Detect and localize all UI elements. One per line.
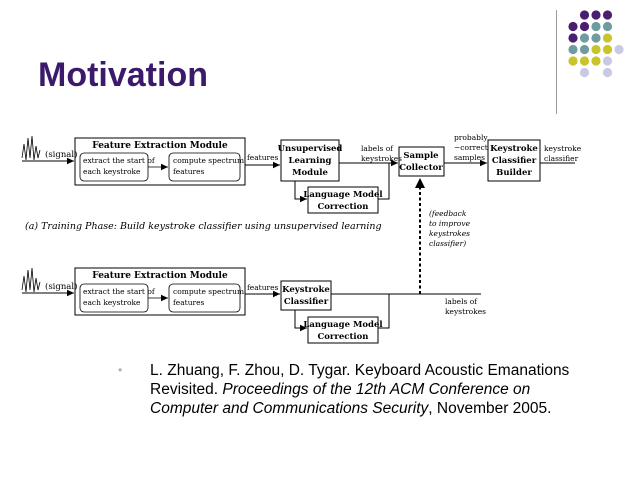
keystroke-recognition-diagram: (signal) Feature Extraction Module extra… <box>21 133 582 344</box>
svg-text:to improve: to improve <box>429 219 471 228</box>
bullet-icon: • <box>118 363 123 377</box>
decorative-dot <box>602 10 613 20</box>
svg-text:each keystroke: each keystroke <box>83 298 141 307</box>
signal-waveform-icon <box>21 267 41 293</box>
svg-text:features: features <box>247 153 279 162</box>
signal-waveform-icon <box>21 135 41 161</box>
svg-text:Sample: Sample <box>403 151 439 161</box>
svg-text:Feature Extraction Module: Feature Extraction Module <box>92 271 228 281</box>
decorative-dot <box>568 21 578 32</box>
svg-text:compute spectrum: compute spectrum <box>173 156 244 165</box>
decorative-dot-grid <box>568 10 624 78</box>
compute-spectrum-box <box>168 152 241 182</box>
svg-text:keystrokes: keystrokes <box>445 307 486 316</box>
decorative-dot <box>579 44 590 55</box>
svg-text:Classifier: Classifier <box>284 297 329 307</box>
svg-text:features: features <box>173 298 205 307</box>
keystroke-classifier-box <box>280 280 332 311</box>
decorative-dot <box>579 10 590 20</box>
language-model-box <box>307 186 379 214</box>
decorative-dot <box>568 33 578 43</box>
svg-text:−correct: −correct <box>454 143 488 152</box>
svg-text:compute spectrum: compute spectrum <box>173 287 244 296</box>
slide-title: Motivation <box>38 56 208 94</box>
decorative-dot <box>591 10 601 20</box>
svg-text:Classifier: Classifier <box>492 156 537 166</box>
svg-text:labels of: labels of <box>361 144 394 153</box>
svg-text:Correction: Correction <box>318 202 369 212</box>
recognition-phase: (signal) Feature Extraction Module extra… <box>21 267 486 344</box>
feedback-path: (feedback to improve keystrokes classifi… <box>415 178 471 294</box>
svg-text:probably: probably <box>454 133 488 142</box>
svg-text:keystrokes: keystrokes <box>361 154 402 163</box>
svg-text:Correction: Correction <box>318 332 369 342</box>
language-model-box <box>307 316 379 344</box>
feature-extraction-module-title: Feature Extraction Module <box>92 141 228 151</box>
svg-text:Module: Module <box>292 168 328 178</box>
decorative-dot <box>579 56 590 66</box>
unsupervised-learning-box <box>280 139 340 182</box>
svg-text:features: features <box>247 283 279 292</box>
svg-text:Unsupervised: Unsupervised <box>278 144 343 154</box>
citation-text: L. Zhuang, F. Zhou, D. Tygar. Keyboard A… <box>150 362 570 417</box>
decorative-dot <box>602 21 613 32</box>
svg-text:Learning: Learning <box>289 156 332 166</box>
svg-text:Language Model: Language Model <box>303 320 383 330</box>
svg-text:classifier): classifier) <box>429 239 466 248</box>
decorative-dot <box>591 44 601 55</box>
sample-collector-box <box>398 146 445 177</box>
decorative-dot <box>602 67 613 78</box>
svg-text:labels of: labels of <box>445 297 478 306</box>
svg-text:keystroke: keystroke <box>544 144 582 153</box>
feature-extraction-module-box <box>74 137 246 186</box>
svg-text:classifier: classifier <box>544 154 579 163</box>
svg-text:extract the start of: extract the start of <box>83 287 156 296</box>
decorative-dot <box>568 56 578 66</box>
decorative-dot <box>591 33 601 43</box>
decorative-dot <box>602 33 613 43</box>
svg-text:extract the start of: extract the start of <box>83 156 156 165</box>
decorative-dot <box>579 33 590 43</box>
svg-text:(feedback: (feedback <box>429 209 467 218</box>
feature-extraction-module-box <box>74 267 246 316</box>
svg-text:Collector: Collector <box>399 163 443 173</box>
citation: • L. Zhuang, F. Zhou, D. Tygar. Keyboard… <box>118 361 598 418</box>
decorative-dot <box>568 44 578 55</box>
svg-text:Keystroke: Keystroke <box>282 285 330 295</box>
svg-text:Language Model: Language Model <box>303 190 383 200</box>
decorative-dot <box>591 21 601 32</box>
svg-text:Keystroke: Keystroke <box>490 144 538 154</box>
training-phase: (signal) Feature Extraction Module extra… <box>21 133 582 232</box>
svg-text:samples: samples <box>454 153 485 162</box>
decorative-dot <box>579 67 590 78</box>
decorative-dot <box>614 44 624 55</box>
svg-text:keystrokes: keystrokes <box>429 229 470 238</box>
decorative-dot <box>602 44 613 55</box>
svg-text:each keystroke: each keystroke <box>83 167 141 176</box>
decorative-dot <box>602 56 613 66</box>
classifier-builder-box <box>487 139 541 182</box>
signal-label: (signal) <box>45 149 77 160</box>
training-phase-caption: (a) Training Phase: Build keystroke clas… <box>25 221 382 232</box>
svg-text:(signal): (signal) <box>45 281 77 292</box>
svg-text:features: features <box>173 167 205 176</box>
svg-text:Builder: Builder <box>496 168 532 178</box>
compute-spectrum-box <box>168 283 241 313</box>
decorative-dot <box>579 21 590 32</box>
title-divider-line <box>556 10 557 114</box>
decorative-dot <box>591 56 601 66</box>
